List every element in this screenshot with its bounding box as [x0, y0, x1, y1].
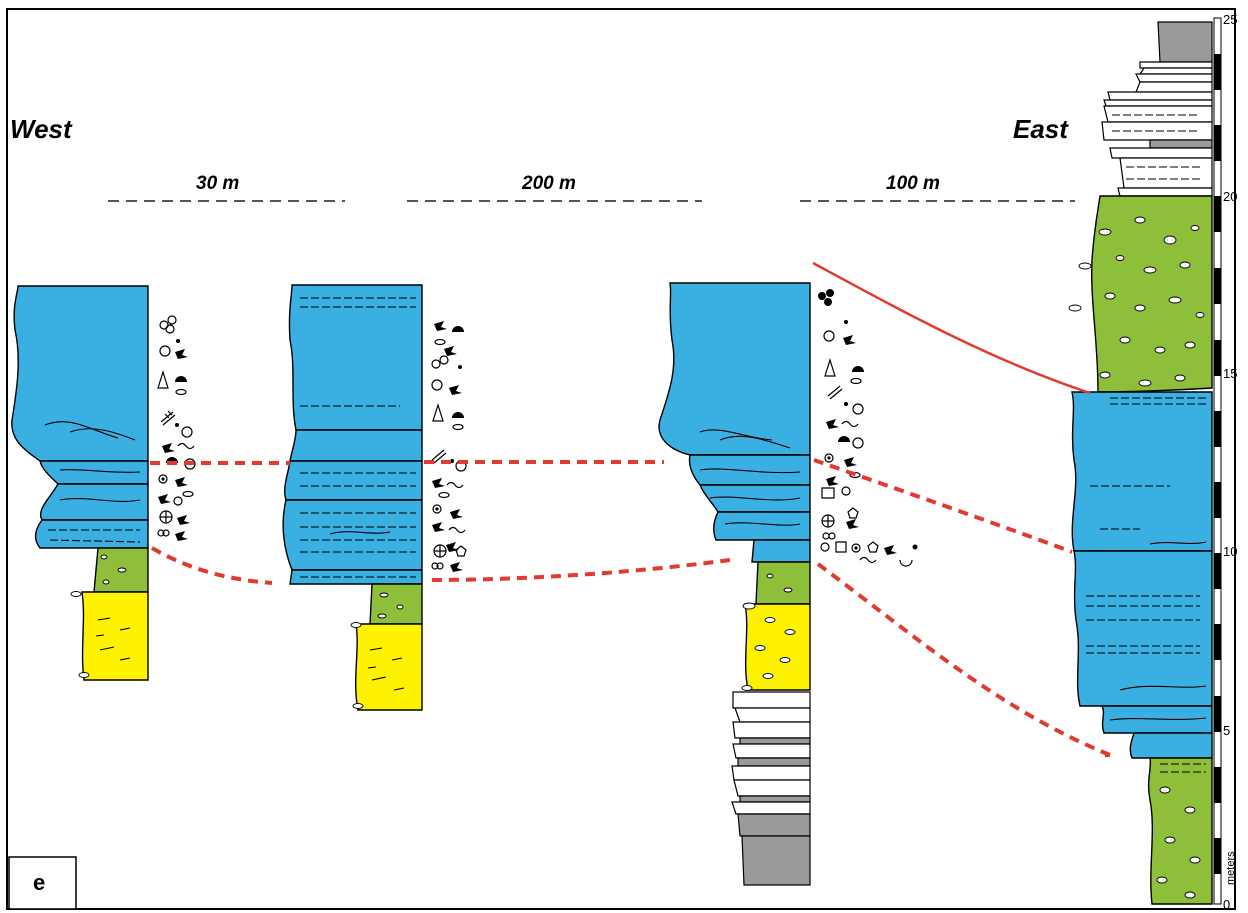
scale-tick-25: 25: [1223, 12, 1237, 27]
west-label: West: [10, 114, 73, 144]
panel-label: e: [33, 870, 45, 895]
correlation-line-lower: [818, 564, 1110, 755]
correlation-line-lower: [152, 548, 272, 583]
section-3-column: [659, 283, 810, 885]
scale-tick-15: 15: [1223, 366, 1237, 381]
section-2-fossil-symbols: [432, 321, 466, 572]
distance-marker-1: 30 m: [108, 173, 345, 201]
section-1-column: [12, 286, 148, 680]
section-2-column: [283, 285, 422, 710]
scale-tick-5: 5: [1223, 723, 1230, 738]
correlation-line-upper: [814, 460, 1072, 552]
distance-label: 200 m: [521, 173, 576, 194]
section-3-fossil-symbols: [818, 289, 918, 566]
section-1-fossil-symbols: [158, 316, 195, 541]
scale-tick-10: 10: [1223, 544, 1237, 559]
scale-unit-label: meters: [1225, 851, 1237, 885]
panel-label-box: e: [9, 857, 76, 909]
scale-tick-20: 20: [1223, 189, 1237, 204]
scale-tick-0: 0: [1223, 897, 1230, 912]
distance-label: 30 m: [196, 173, 239, 194]
distance-marker-3: 100 m: [800, 173, 1075, 201]
meter-scale-bar: 0 5 10 15 20 25 meters: [1214, 12, 1237, 912]
distance-label: 100 m: [886, 173, 940, 194]
east-label: East: [1013, 114, 1069, 144]
section-4-column: [1069, 22, 1212, 904]
distance-marker-2: 200 m: [407, 173, 702, 201]
correlation-line-lower: [432, 560, 730, 580]
fault-line: [813, 263, 1090, 393]
